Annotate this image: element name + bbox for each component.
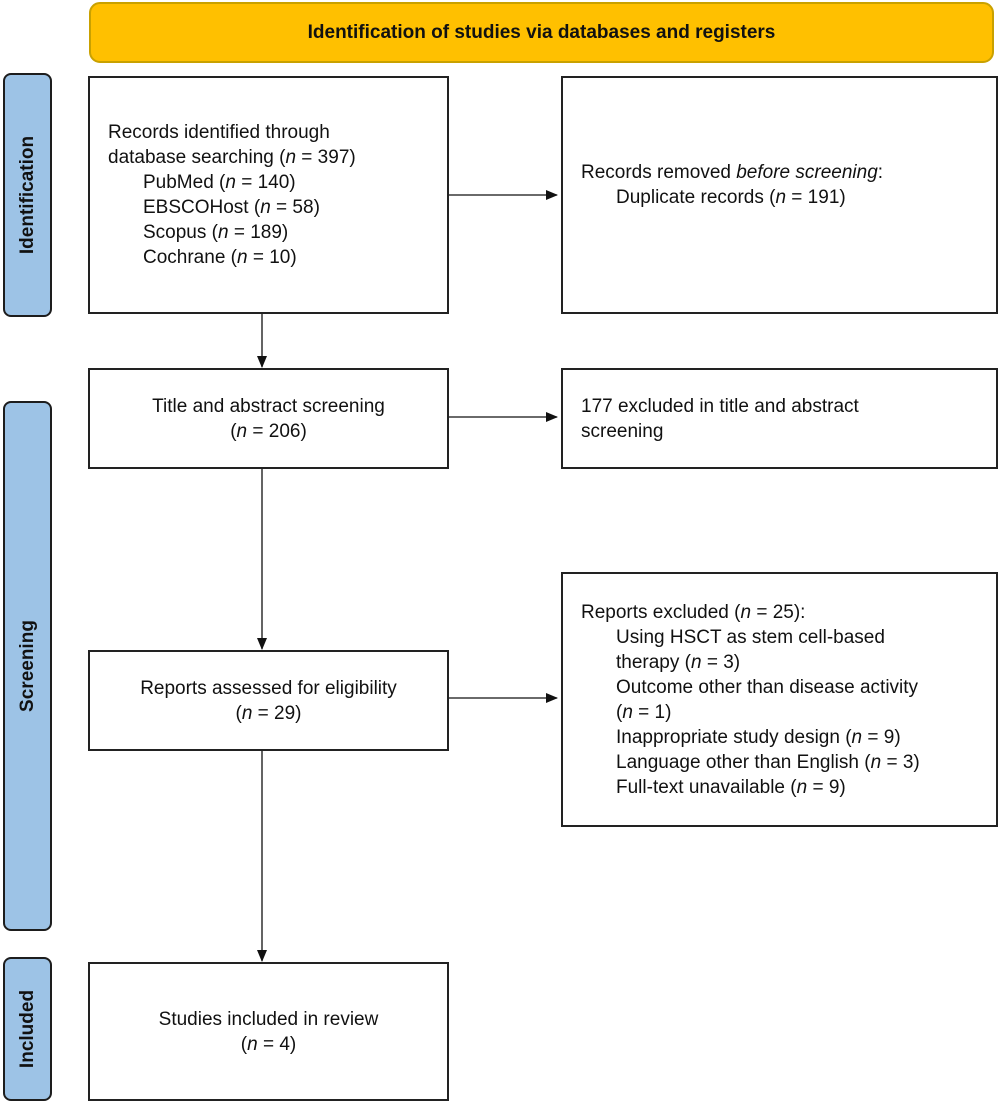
text: Title and abstract screening (152, 395, 385, 417)
text: ( (240, 1033, 248, 1055)
text: = 9) (862, 726, 901, 748)
header-banner: Identification of studies via databases … (89, 2, 994, 63)
italic-text: n (285, 147, 297, 168)
text: = 191) (786, 187, 846, 208)
text: = 140) (235, 172, 296, 193)
italic-text: n (740, 601, 752, 623)
text: = 9) (807, 776, 846, 798)
text: PubMed ( (143, 172, 226, 193)
studies-included-box: Studies included in review(n = 4) (88, 962, 449, 1101)
box-line: Scopus (n = 189) (108, 220, 288, 245)
header-title: Identification of studies via databases … (307, 21, 776, 43)
box-line: (n = 29) (235, 701, 301, 726)
text: therapy ( (616, 651, 691, 673)
box-line: database searching (n = 397) (108, 145, 356, 170)
italic-text: n (796, 776, 808, 798)
text: Language other than English ( (616, 751, 871, 773)
text: Using HSCT as stem cell-based (616, 626, 885, 648)
text: = 189) (228, 222, 289, 243)
box-line: PubMed (n = 140) (108, 170, 296, 195)
text: Full-text unavailable ( (616, 776, 797, 798)
box-line: Reports assessed for eligibility (140, 676, 397, 701)
box-line: Cochrane (n = 10) (108, 245, 297, 270)
text: Records identified through (108, 122, 330, 143)
box-line: (n = 1) (581, 700, 671, 725)
text: = 25): (751, 601, 806, 623)
text: Cochrane ( (143, 247, 237, 268)
italic-text: n (775, 187, 787, 208)
italic-text: n (217, 222, 229, 243)
box-line: EBSCOHost (n = 58) (108, 195, 320, 220)
box-line: Outcome other than disease activity (581, 675, 918, 700)
box-line: Studies included in review (159, 1007, 379, 1032)
text: = 3) (881, 751, 920, 773)
text: = 3) (701, 651, 741, 673)
box-line: Records removed before screening: (581, 160, 883, 185)
italic-text: n (851, 726, 863, 748)
box-line: screening (581, 419, 663, 444)
text: = 29) (252, 702, 302, 724)
phase-screening: Screening (3, 401, 52, 931)
text: = 206) (247, 420, 307, 442)
text: ( (235, 702, 242, 724)
italic-text: n (236, 420, 248, 442)
box-line: Full-text unavailable (n = 9) (581, 775, 846, 800)
box-line: Records identified through (108, 120, 330, 145)
italic-text: n (690, 651, 702, 673)
box-line: Reports excluded (n = 25): (581, 600, 805, 625)
text: ( (230, 420, 237, 442)
box-line: therapy (n = 3) (581, 650, 740, 675)
text: Records removed (581, 162, 737, 183)
italic-text: before screening (736, 162, 878, 183)
text: Outcome other than disease activity (616, 676, 919, 698)
italic-text: n (241, 702, 253, 724)
text: 177 excluded in title and abstract (581, 395, 859, 417)
italic-text: n (225, 172, 236, 193)
box-line: Duplicate records (n = 191) (581, 185, 846, 210)
excluded-title-abstract-box: 177 excluded in title and abstract screen… (561, 368, 998, 469)
italic-text: n (260, 197, 271, 218)
reports-excluded-box: Reports excluded (n = 25):Using HSCT as … (561, 572, 998, 827)
text: = 4) (257, 1033, 297, 1055)
phase-included: Included (3, 957, 52, 1101)
text: screening (581, 420, 664, 442)
text: = 10) (247, 247, 297, 268)
text: = 58) (270, 197, 320, 218)
box-line: Title and abstract screening (152, 394, 385, 419)
box-line: 177 excluded in title and abstract (581, 394, 859, 419)
reports-assessed-box: Reports assessed for eligibility(n = 29) (88, 650, 449, 751)
text: : (877, 162, 884, 183)
text: Duplicate records ( (616, 187, 776, 208)
box-line: Inappropriate study design (n = 9) (581, 725, 901, 750)
text: = 1) (632, 701, 672, 723)
text: Studies included in review (158, 1008, 379, 1030)
box-line: (n = 206) (230, 419, 307, 444)
text: EBSCOHost ( (143, 197, 261, 218)
box-line: Language other than English (n = 3) (581, 750, 920, 775)
box-line: (n = 4) (241, 1032, 296, 1057)
records-removed-box: Records removed before screening:Duplica… (561, 76, 998, 314)
text: Scopus ( (143, 222, 218, 243)
italic-text: n (870, 751, 882, 773)
text: database searching ( (108, 147, 286, 168)
italic-text: n (247, 1033, 258, 1055)
text: Inappropriate study design ( (616, 726, 852, 748)
text: = 397) (296, 147, 356, 168)
box-line: Using HSCT as stem cell-based (581, 625, 885, 650)
text: Reports assessed for eligibility (140, 677, 397, 699)
italic-text: n (237, 247, 248, 268)
phase-identification: Identification (3, 73, 52, 317)
title-abstract-screening-box: Title and abstract screening(n = 206) (88, 368, 449, 469)
italic-text: n (622, 701, 633, 723)
text: ( (616, 701, 623, 723)
text: Reports excluded ( (581, 601, 741, 623)
